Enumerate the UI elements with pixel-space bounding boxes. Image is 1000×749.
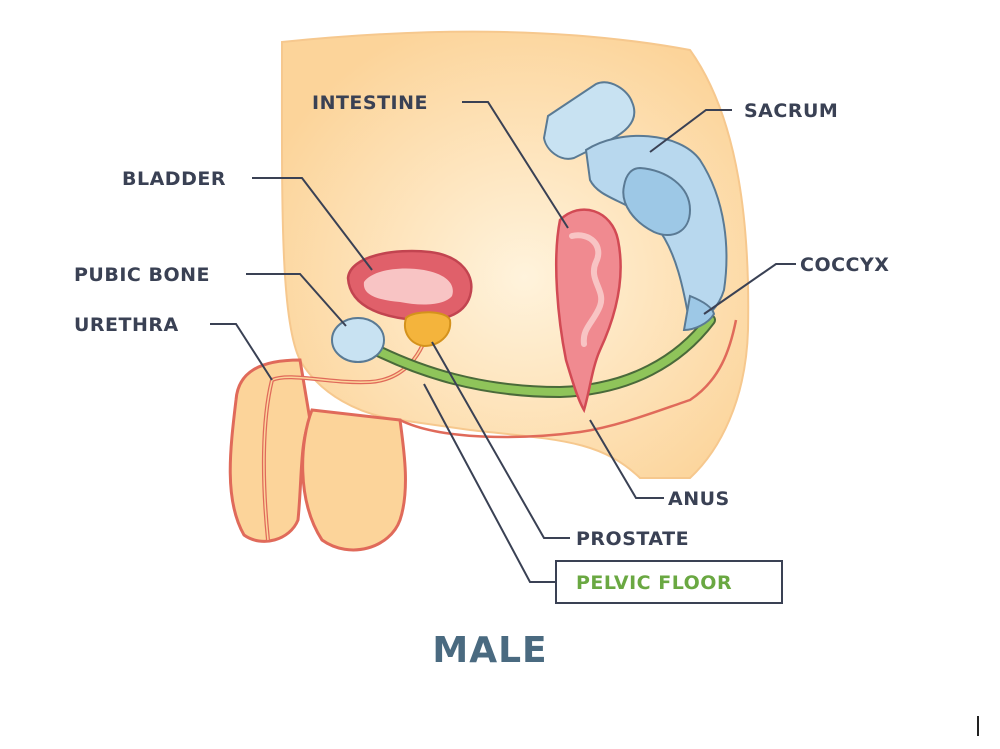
prostate-label: PROSTATE xyxy=(576,528,689,550)
scrotum-shape xyxy=(301,408,407,552)
intestine-folds xyxy=(569,232,605,347)
coccyx-leader xyxy=(703,263,796,315)
text-cursor xyxy=(977,716,979,736)
perineum-outline xyxy=(399,319,738,439)
anus-leader xyxy=(589,419,664,499)
intestine-organ xyxy=(554,208,622,414)
bladder-leader xyxy=(252,177,373,271)
urethra-label: URETHRA xyxy=(74,314,179,336)
pelvic-floor-box xyxy=(555,560,783,604)
coccyx-bone xyxy=(682,294,716,332)
anus-label: ANUS xyxy=(668,488,730,510)
pelvic-floor-muscle-fill xyxy=(368,316,714,397)
sacrum-inner-bone xyxy=(622,166,692,237)
pelvic-floor-label: PELVIC FLOOR xyxy=(576,572,732,594)
sacrum-top-bone xyxy=(542,81,636,160)
prostate-gland xyxy=(404,311,452,348)
urethra-tube-inner xyxy=(263,329,429,541)
bladder-inner xyxy=(363,268,453,305)
coccyx-label: COCCYX xyxy=(800,254,889,276)
urethra-leader xyxy=(210,323,273,381)
prostate-leader xyxy=(431,341,570,539)
pubic-bone-leader xyxy=(246,273,347,327)
sacrum-leader xyxy=(649,109,732,153)
intestine-label: INTESTINE xyxy=(312,92,428,114)
diagram-title: MALE xyxy=(432,630,547,671)
penis-shape xyxy=(228,358,312,543)
pelvic-floor-leader xyxy=(423,383,556,583)
pubic-bone-label: PUBIC BONE xyxy=(74,264,210,286)
bladder-label: BLADDER xyxy=(122,168,226,190)
sacrum-label: SACRUM xyxy=(744,100,838,122)
pubic-bone xyxy=(331,317,385,363)
intestine-leader xyxy=(462,101,569,229)
